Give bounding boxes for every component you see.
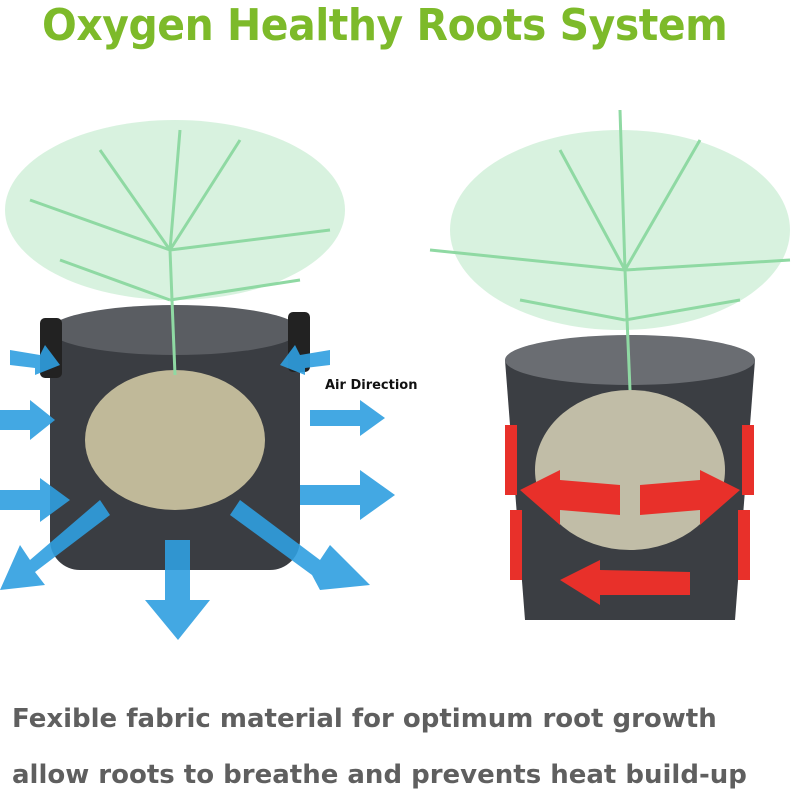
air-direction-label: Air Direction [325, 378, 418, 393]
heat-arrows [505, 425, 754, 605]
air-direction-arrows [0, 345, 395, 640]
caption-line-1: Fexible fabric material for optimum root… [12, 704, 717, 734]
plant-left [5, 120, 345, 376]
page-title: Oxygen Healthy Roots System [42, 0, 728, 51]
caption-line-2: allow roots to breathe and prevents heat… [12, 760, 747, 790]
plant-right [429, 109, 791, 391]
